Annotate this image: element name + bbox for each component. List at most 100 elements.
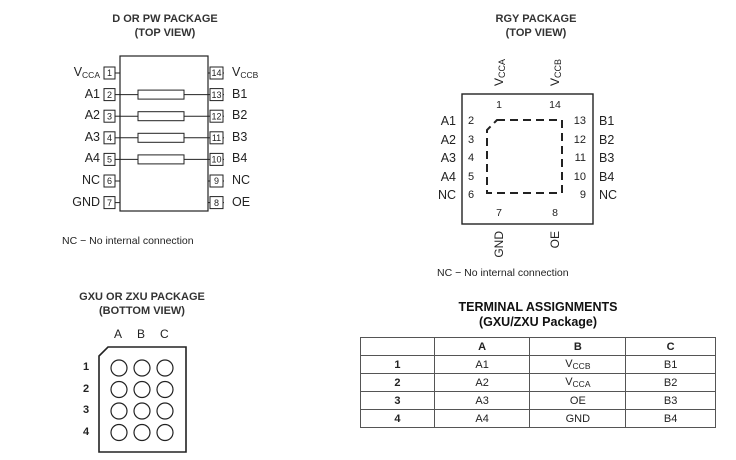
- rgy-left-pin-label: A3: [440, 151, 456, 165]
- table-cell: 3: [360, 391, 435, 410]
- pin-number: 10: [211, 155, 221, 165]
- pin-number: 11: [212, 133, 221, 143]
- gxu-title-line1: GXU OR ZXU PACKAGE: [79, 291, 205, 303]
- table-cell: VCCA: [529, 373, 627, 392]
- table-cell: OE: [529, 391, 627, 410]
- table-cell: A1: [433, 355, 531, 374]
- pin-number-box: [103, 66, 116, 80]
- terminal-title-line2: (GXU/ZXU Package): [478, 315, 598, 329]
- pin-label: B4: [232, 151, 248, 166]
- pin-label: A4: [84, 151, 100, 166]
- pin-label: A1: [84, 86, 100, 101]
- table-cell: A2: [433, 373, 531, 392]
- pin-label: B3: [232, 129, 248, 144]
- solder-ball: [110, 402, 128, 420]
- pin-number-box: [209, 196, 224, 210]
- d-pw-title-line2: (TOP VIEW): [134, 27, 196, 39]
- pin-number: 9: [214, 176, 219, 186]
- rgy-note: NC − No internal connection: [437, 267, 569, 279]
- solder-ball: [133, 380, 151, 399]
- pin-number-box: [209, 88, 224, 102]
- pin-number-box: [209, 152, 224, 166]
- rgy-right-pin-number: 9: [579, 189, 586, 201]
- pin-number: 2: [107, 90, 112, 100]
- table-cell: 4: [360, 409, 435, 428]
- solder-ball: [156, 423, 174, 442]
- solder-ball: [156, 402, 174, 420]
- pin-number-box: [103, 88, 116, 102]
- rgy-package-body: [461, 93, 594, 225]
- pin-label: B2: [232, 108, 248, 123]
- rgy-top-pin-number: 14: [549, 99, 561, 111]
- table-cell: A4: [433, 409, 531, 428]
- table-header-cell: C: [625, 337, 716, 356]
- rgy-bottom-pin-label: OE: [548, 231, 562, 248]
- pin-label: VCCB: [232, 65, 259, 80]
- pin-label: NC: [232, 173, 251, 187]
- pin-number-box: [103, 131, 116, 145]
- pin-number: 8: [214, 198, 219, 208]
- rgy-top-pin-number: 1: [496, 99, 502, 111]
- rgy-right-pin-number: 12: [573, 133, 586, 146]
- gxu-row-label: 1: [83, 361, 90, 373]
- table-header-row: A B C: [360, 337, 716, 356]
- table-header-cell: [360, 337, 435, 356]
- terminal-assignments-title: TERMINAL ASSIGNMENTS (GXU/ZXU Package): [418, 300, 658, 330]
- d-pw-title-line1: D OR PW PACKAGE: [112, 13, 218, 25]
- gxu-row-label: 4: [83, 425, 90, 438]
- gxu-row-label: 2: [83, 382, 90, 395]
- rgy-title-line1: RGY PACKAGE: [495, 13, 577, 25]
- pin-number-box: [209, 66, 224, 80]
- pin-label: A3: [84, 129, 100, 144]
- pin-number: 5: [107, 155, 112, 165]
- table-cell: 2: [360, 373, 435, 392]
- table-cell: B4: [625, 409, 716, 428]
- pin-number: 1: [107, 68, 112, 78]
- table-header-cell: B: [529, 337, 627, 356]
- rgy-top-pin-label: VCCB: [548, 59, 563, 86]
- rgy-bottom-pin-number: 8: [552, 207, 558, 219]
- pin-label: GND: [72, 194, 100, 209]
- rgy-left-pin-label: NC: [437, 188, 456, 202]
- pin-label: NC: [81, 173, 100, 187]
- solder-ball: [156, 380, 174, 399]
- pin-label: VCCA: [73, 65, 100, 80]
- rgy-left-pin-number: 6: [468, 189, 475, 201]
- pin-label: OE: [232, 194, 251, 209]
- solder-ball: [156, 359, 174, 377]
- rgy-title-line2: (TOP VIEW): [505, 27, 567, 39]
- rgy-left-pin-number: 2: [468, 115, 475, 127]
- rgy-bottom-pin-number: 7: [496, 207, 502, 219]
- pin-number: 4: [107, 133, 112, 143]
- rgy-right-pin-number: 13: [573, 115, 586, 127]
- solder-ball: [110, 423, 128, 442]
- table-cell: B2: [625, 373, 716, 392]
- pin-number-box: [103, 174, 116, 188]
- pin-label: A2: [84, 108, 100, 123]
- gxu-column-label: C: [160, 327, 169, 341]
- rgy-right-pin-label: NC: [599, 188, 618, 202]
- d-pw-note: NC − No internal connection: [62, 235, 194, 247]
- solder-ball: [110, 359, 128, 377]
- rgy-left-pin-label: A4: [440, 169, 456, 184]
- d-pw-package-title: D OR PW PACKAGE (TOP VIEW): [95, 12, 235, 40]
- rgy-left-pin-label: A1: [440, 114, 456, 128]
- gxu-column-label: A: [114, 327, 123, 341]
- table-header-cell: A: [433, 337, 531, 356]
- table-cell: 1: [360, 355, 435, 374]
- rgy-right-pin-number: 10: [573, 170, 586, 183]
- rgy-package-title: RGY PACKAGE (TOP VIEW): [461, 12, 611, 40]
- gxu-package-title: GXU OR ZXU PACKAGE (BOTTOM VIEW): [62, 290, 222, 318]
- gxu-package-diagram: [98, 346, 187, 453]
- table-cell: B3: [625, 391, 716, 410]
- pin-number: 3: [107, 111, 112, 121]
- pin-number: 6: [107, 176, 112, 186]
- pin-number: 12: [211, 111, 221, 121]
- pin-number-box: [209, 109, 224, 123]
